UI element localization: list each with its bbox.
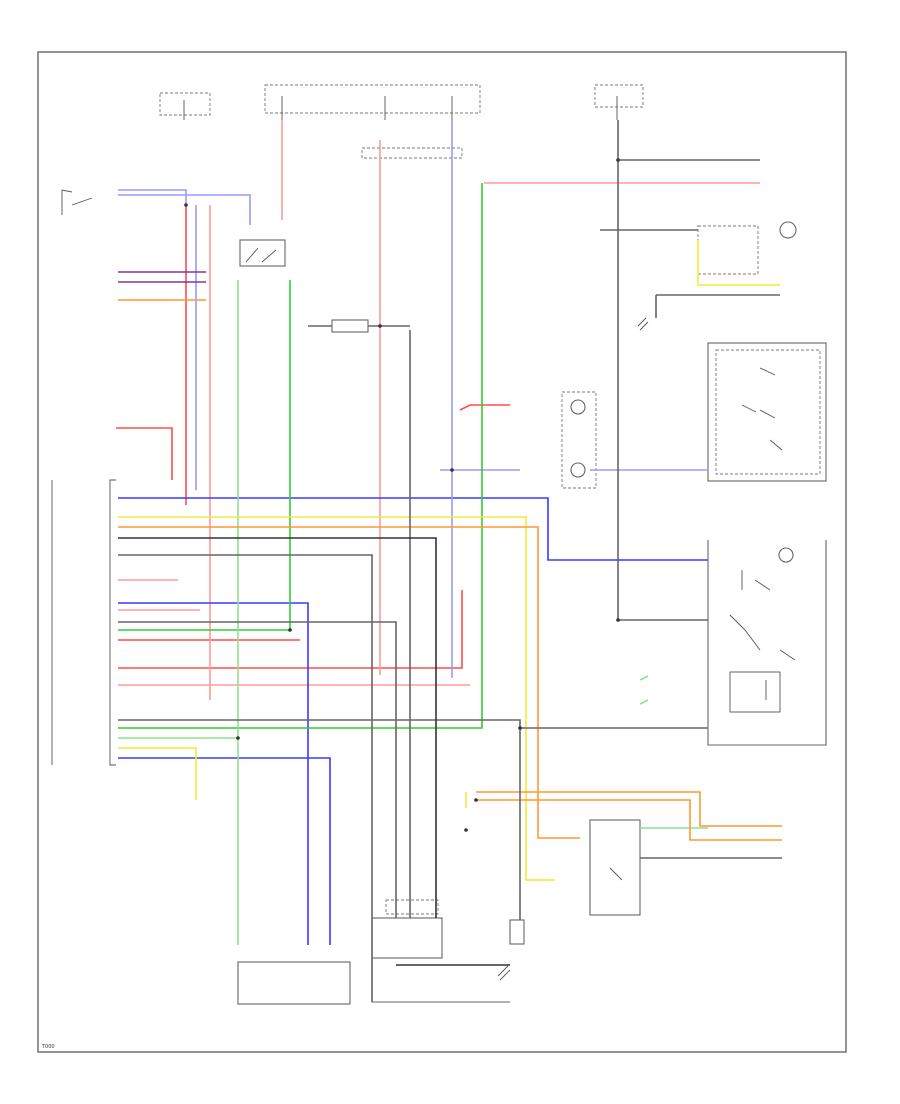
wire-yellow (118, 516, 555, 881)
relay-switch-symbol (245, 247, 277, 263)
wire-gray (655, 294, 780, 318)
fuse-box-top-center (264, 84, 481, 114)
junction-dot (288, 628, 292, 632)
wire-green (118, 183, 483, 729)
wire-gray (118, 719, 521, 920)
tcm-connector-bracket (109, 479, 116, 766)
solenoid-module-internals (729, 570, 796, 713)
wire-gray (118, 621, 397, 918)
junction-dot (464, 828, 468, 832)
relay-bottom-center (371, 917, 443, 959)
switch-left-symbol (61, 189, 93, 215)
fuse-box-top-left (159, 92, 211, 116)
range-switch-contacts (741, 367, 783, 451)
wire-lightgreen (639, 699, 649, 705)
wire-orange (476, 799, 782, 841)
wire-red-group (116, 120, 760, 700)
wire-yellow (118, 747, 197, 800)
wire-junction-dots (184, 158, 620, 832)
wire-red (459, 404, 510, 411)
wire-blue (118, 602, 309, 945)
diagram-code-label: T000 (41, 1044, 55, 1050)
wire-gray (617, 120, 708, 621)
solenoid-bottom (509, 919, 525, 945)
wire-gray (118, 554, 373, 1002)
wire-blue (118, 497, 708, 561)
junction-dot (236, 736, 240, 740)
connector-bottom-center (385, 899, 439, 915)
wire-lightblue (118, 194, 251, 225)
control-unit-bottom-left (237, 961, 351, 1005)
wire-lightblue (118, 189, 187, 205)
fuse-box-top-right (594, 84, 644, 108)
wire-lightgreen (639, 675, 649, 681)
wire-darkgray (118, 537, 437, 918)
wire-yellow-group (118, 240, 780, 881)
range-switch-inner (715, 349, 821, 475)
junction-dot (518, 726, 522, 730)
speed-sensor-box (697, 225, 759, 275)
wire-blue-group (118, 120, 708, 945)
solenoid-module-outline (707, 540, 827, 746)
wire-gray-group (118, 120, 782, 1002)
control-module-switch (609, 867, 623, 881)
sensor-circle-lower (570, 462, 586, 478)
wire-violet-group (118, 271, 206, 283)
junction-dot (616, 158, 620, 162)
wire-orange-group (118, 299, 782, 841)
junction-dot (474, 798, 478, 802)
fuse-symbols (183, 96, 618, 120)
control-module-lower-center (589, 819, 641, 916)
junction-dot (184, 203, 188, 207)
ground-symbols (497, 317, 649, 981)
solenoid-motor-circle (778, 547, 794, 563)
range-switch-outer (707, 342, 827, 482)
wire-red (118, 590, 463, 669)
wire-orange (476, 791, 782, 827)
junction-dot (450, 468, 454, 472)
relay-upper-left (239, 239, 286, 267)
diagram-frame (37, 51, 847, 1053)
wire-orange (118, 526, 580, 839)
sensor-box-mid (561, 391, 597, 489)
wire-green-group (118, 183, 708, 945)
wire-blue (118, 757, 331, 945)
sensor-circle-upper (570, 399, 586, 415)
speed-sensor-circle (779, 221, 797, 239)
wire-yellow (697, 240, 780, 286)
junction-dot (616, 618, 620, 622)
resistor (331, 319, 369, 333)
wire-red (116, 427, 173, 480)
junction-block-center (361, 147, 463, 159)
junction-dot (378, 324, 382, 328)
